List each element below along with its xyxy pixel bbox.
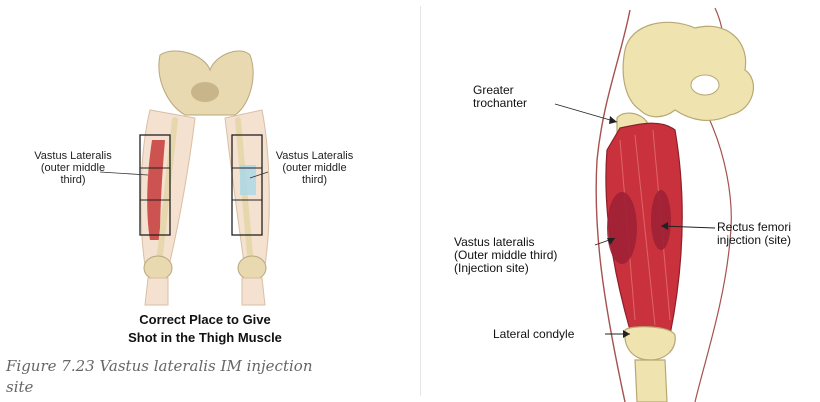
- left-vastus-label-line2: (outer middle: [28, 162, 118, 174]
- rectus-femoris-injection-site: [651, 190, 671, 250]
- left-vastus-label-line3: third): [28, 174, 118, 186]
- figure-caption-line2: site: [6, 377, 406, 398]
- left-vastus-label: Vastus Lateralis (outer middle third): [28, 150, 118, 186]
- knee-patella: [625, 327, 675, 360]
- vastus-lateralis-injection-site: [607, 192, 637, 264]
- left-illustration-panel: Vastus Lateralis (outer middle third) Va…: [0, 0, 410, 402]
- right-vastus-label-line2: (outer middle: [262, 162, 367, 174]
- illustration-caption-line2: Shot in the Thigh Muscle: [55, 330, 355, 345]
- rectus-femoris-label: Rectus femori injection (site): [717, 221, 791, 247]
- sacrum: [191, 82, 219, 102]
- obturator-foramen: [691, 75, 719, 95]
- thigh-anatomy-diagram: [425, 0, 820, 402]
- rectus-femoris-label-line2: injection (site): [717, 234, 791, 247]
- lateral-condyle-label: Lateral condyle: [493, 328, 574, 341]
- left-vastus-label-line1: Vastus Lateralis: [28, 150, 118, 162]
- left-knee: [144, 256, 172, 280]
- panel-divider: [420, 6, 421, 396]
- figure-caption: Figure 7.23 Vastus lateralis IM injectio…: [6, 356, 406, 398]
- right-vastus-label-line3: third): [262, 174, 367, 186]
- right-vastus-label: Vastus Lateralis (outer middle third): [262, 150, 367, 186]
- greater-trochanter-label: Greater trochanter: [473, 84, 527, 110]
- right-illustration-panel: Greater trochanter Rectus femori injecti…: [425, 0, 820, 402]
- right-knee: [238, 256, 266, 280]
- right-injection-highlight: [240, 165, 256, 195]
- illustration-caption-line1: Correct Place to Give: [55, 312, 355, 327]
- tibia: [635, 360, 667, 402]
- vastus-lateralis-label-line3: (Injection site): [454, 262, 557, 275]
- figure-caption-line1: Figure 7.23 Vastus lateralis IM injectio…: [6, 356, 406, 377]
- greater-trochanter-pointer: [555, 104, 617, 122]
- right-vastus-label-line1: Vastus Lateralis: [262, 150, 367, 162]
- vastus-lateralis-label: Vastus lateralis (Outer middle third) (I…: [454, 236, 557, 275]
- greater-trochanter-label-line2: trochanter: [473, 97, 527, 110]
- greater-trochanter-arrowhead: [609, 116, 617, 124]
- right-lower-leg: [242, 278, 265, 305]
- left-lower-leg: [145, 278, 168, 305]
- pelvis-bone: [623, 22, 753, 120]
